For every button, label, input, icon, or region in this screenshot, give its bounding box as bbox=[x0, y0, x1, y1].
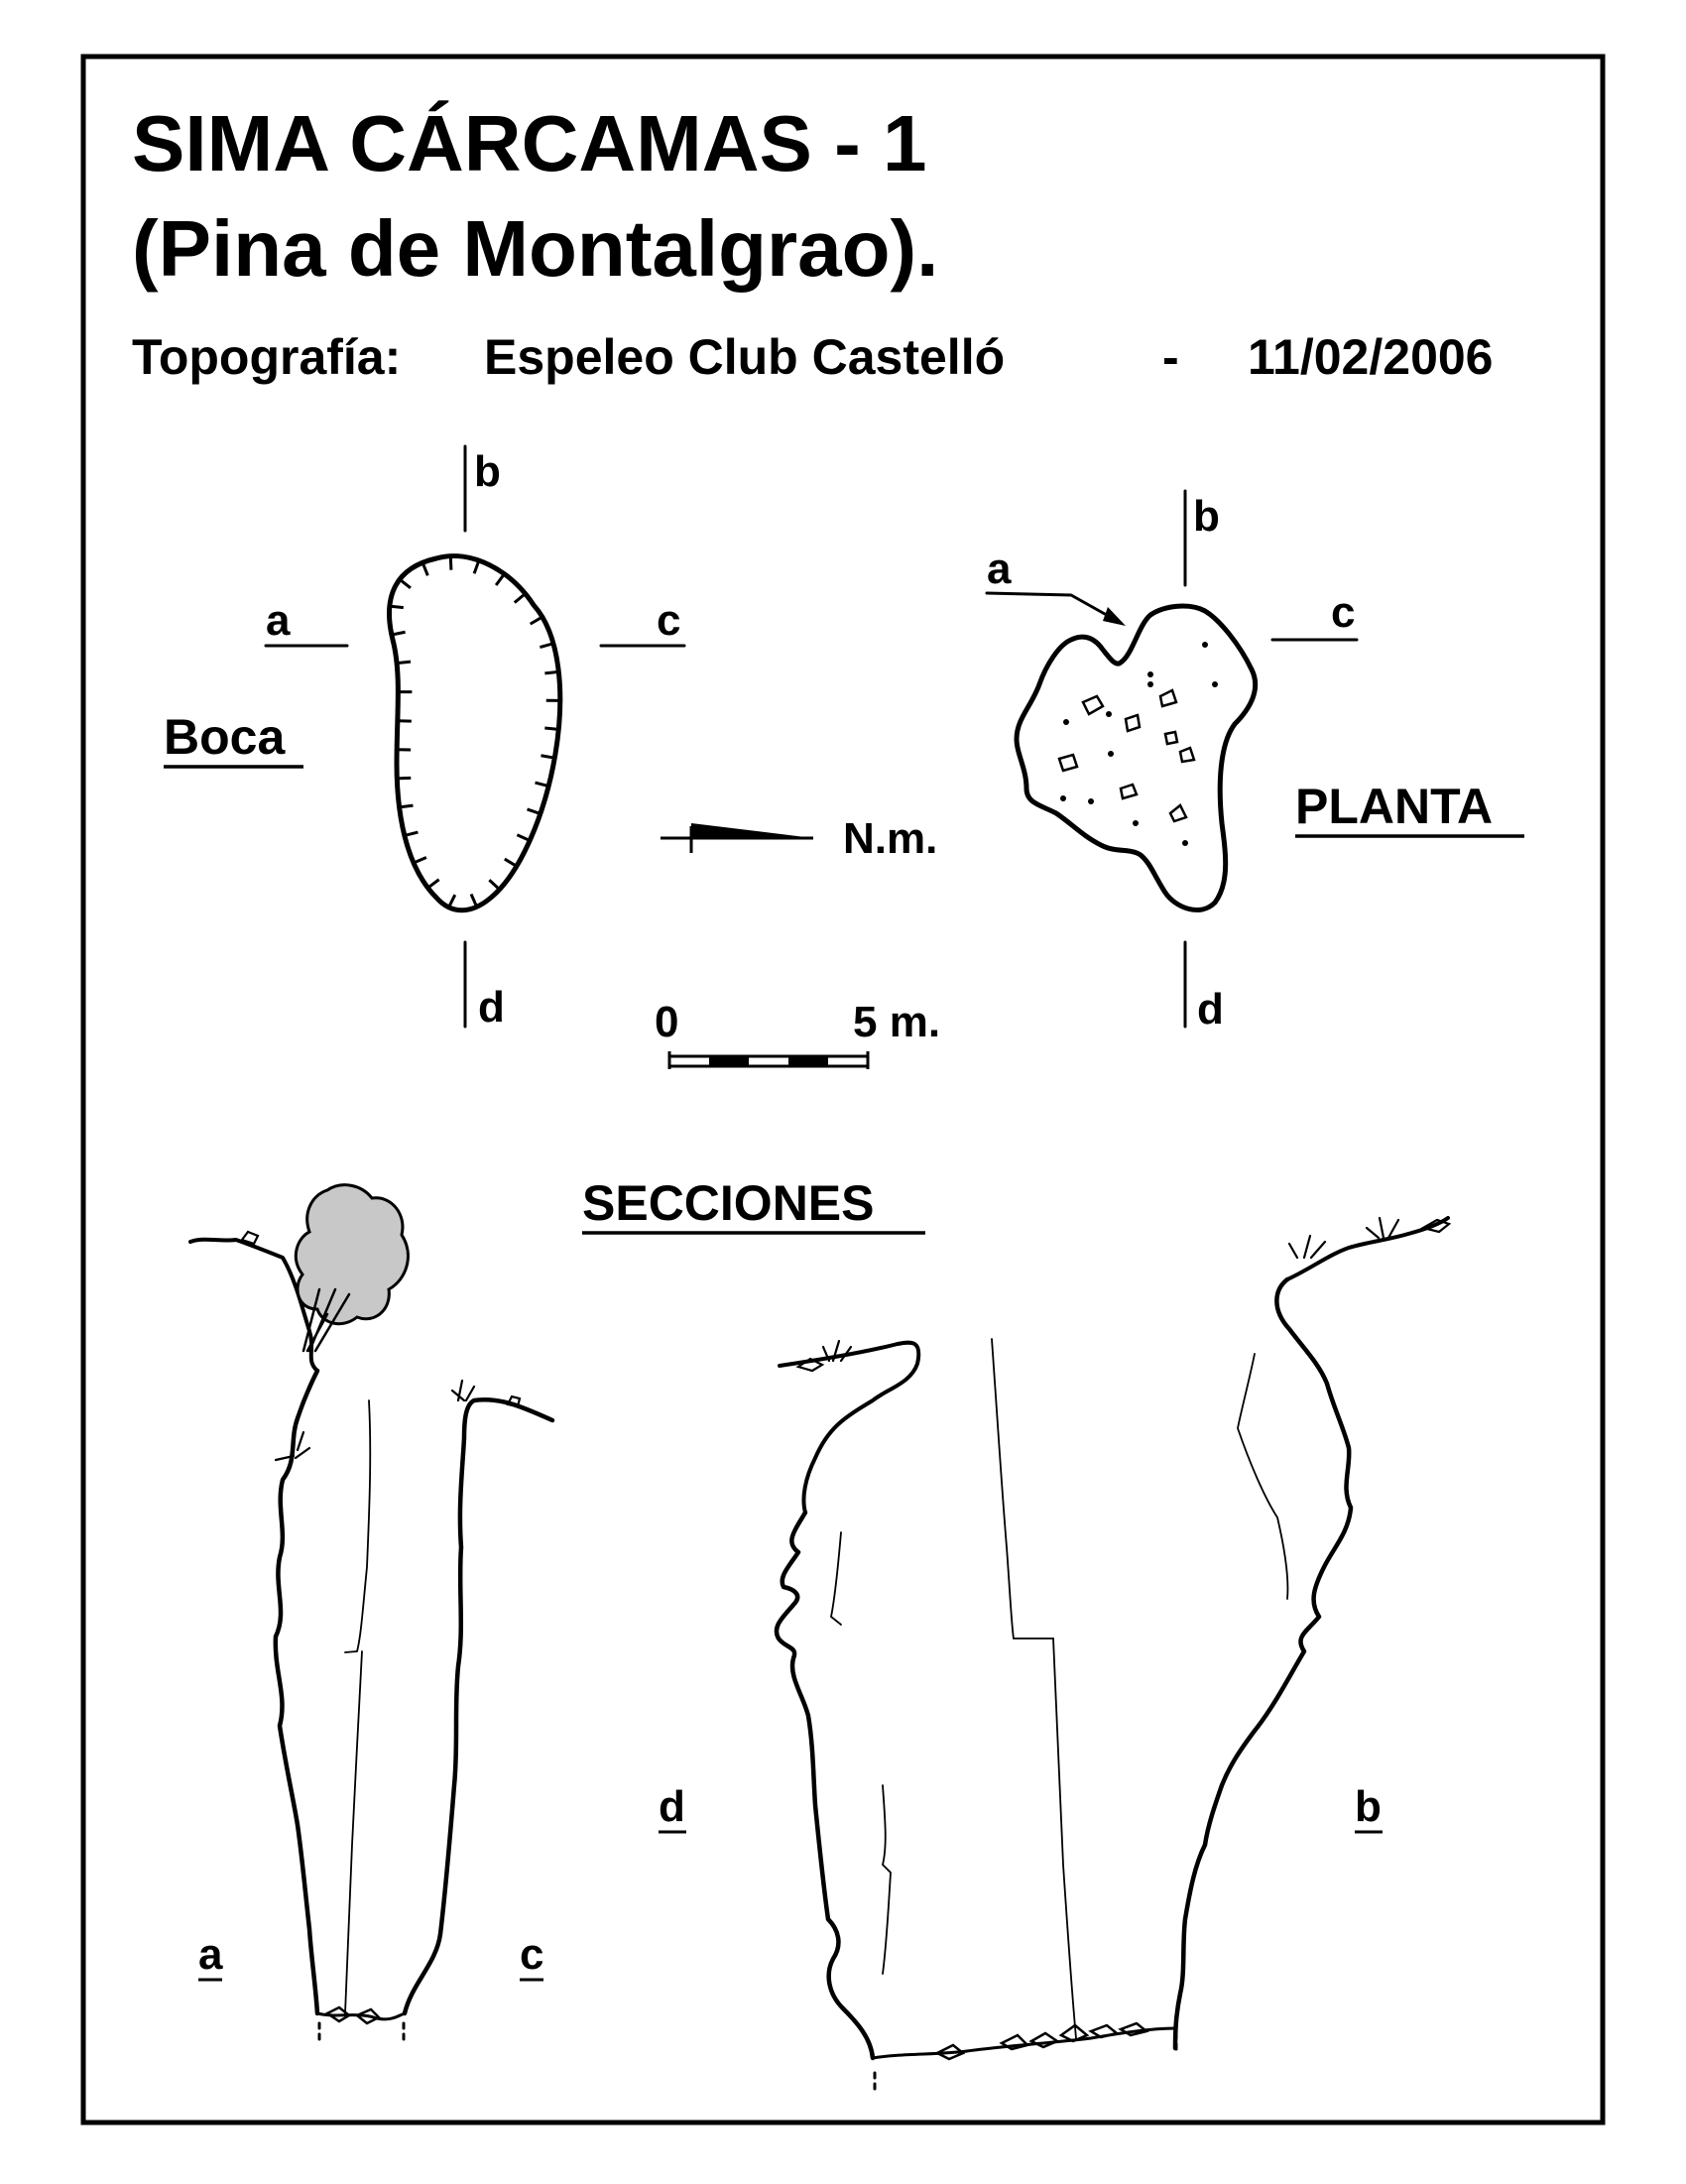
boca-hachure bbox=[413, 856, 427, 865]
boca-hachure bbox=[527, 807, 542, 815]
section-d-b-wall-right bbox=[1172, 1276, 1354, 2051]
boca-hachure bbox=[399, 803, 414, 809]
boca-hachure bbox=[472, 559, 481, 574]
credit-team: Espeleo Club Castelló bbox=[484, 329, 1005, 385]
sheet-frame bbox=[80, 54, 1606, 2125]
section-d-b-floor bbox=[871, 2026, 1177, 2060]
planta-mark-a: a bbox=[987, 545, 1012, 593]
boca-hachure bbox=[396, 660, 412, 666]
boca-hachure bbox=[544, 669, 559, 675]
section-c-label: c bbox=[520, 1930, 543, 1979]
boca-hachure bbox=[544, 726, 559, 731]
planta-mark-b: b bbox=[1193, 492, 1220, 541]
north-label: N.m. bbox=[843, 814, 937, 863]
boca-hachure bbox=[391, 630, 406, 637]
scale-bar-frame bbox=[667, 1054, 870, 1068]
north-arrow: N.m. bbox=[661, 814, 937, 863]
boca-hachure bbox=[513, 592, 527, 604]
section-d-label: d bbox=[659, 1782, 685, 1831]
section-d-b: d b bbox=[240, 1216, 1452, 2097]
planta-plan: b a c d PLANTA bbox=[985, 489, 1524, 1033]
section-a-c-wall-left bbox=[273, 1368, 320, 2016]
boca-mark-a: a bbox=[266, 596, 291, 645]
section-d-b-vegetation bbox=[240, 1216, 1452, 1462]
boca-hachure bbox=[421, 561, 429, 576]
title-line-1: SIMA CÁRCAMAS - 1 bbox=[132, 99, 926, 187]
planta-mark-c: c bbox=[1331, 588, 1355, 637]
boca-hachure bbox=[389, 604, 404, 610]
boca-hachure bbox=[529, 615, 543, 626]
boca-hachure bbox=[504, 857, 518, 868]
section-a-c-floor-blocks bbox=[324, 2005, 382, 2025]
planta-dots bbox=[1060, 642, 1218, 846]
section-d-b-surface-right bbox=[1285, 1216, 1450, 1281]
section-a-c: a c bbox=[188, 1183, 555, 2047]
scale-zero-label: 0 bbox=[655, 998, 678, 1046]
scale-bar-segment-2 bbox=[709, 1056, 749, 1066]
boca-hachure bbox=[540, 642, 554, 649]
planta-pointer-a bbox=[985, 591, 1123, 625]
boca-outline bbox=[387, 553, 563, 913]
boca-hachure bbox=[398, 578, 412, 590]
scale-end-label: 5 m. bbox=[853, 998, 940, 1046]
boca-hachure bbox=[535, 781, 549, 789]
planta-pointer-a-head bbox=[1103, 607, 1126, 626]
section-d-b-wall-left bbox=[774, 1510, 876, 2061]
boca-plan: b a c d Boca bbox=[164, 444, 686, 1031]
planta-blocks bbox=[1057, 688, 1196, 823]
planta-heading: PLANTA bbox=[1295, 779, 1493, 834]
section-d-b-surface-left bbox=[778, 1340, 921, 1515]
section-b-label: b bbox=[1355, 1782, 1382, 1831]
credit-separator: - bbox=[1162, 329, 1179, 385]
boca-mark-d: d bbox=[478, 983, 505, 1031]
title-line-2: (Pina de Montalgrao). bbox=[132, 204, 938, 293]
section-a-c-tree-canopy bbox=[294, 1183, 410, 1326]
section-a-c-tree-trunk bbox=[301, 1287, 351, 1353]
section-d-b-cracks bbox=[830, 1338, 1289, 2039]
planta-outline bbox=[1014, 603, 1259, 912]
section-a-c-crack bbox=[344, 1399, 372, 2014]
scale-bar-segment-4 bbox=[788, 1056, 828, 1066]
credit-date: 11/02/2006 bbox=[1248, 329, 1494, 385]
section-a-c-wall-right bbox=[402, 1397, 555, 2016]
boca-hachure bbox=[494, 572, 506, 586]
boca-mark-c: c bbox=[657, 596, 680, 645]
boca-hachure bbox=[426, 878, 440, 890]
boca-hachure bbox=[516, 833, 531, 842]
boca-hachure bbox=[541, 754, 555, 760]
section-a-label: a bbox=[198, 1930, 223, 1979]
boca-heading: Boca bbox=[164, 709, 286, 765]
boca-hachure bbox=[448, 555, 453, 570]
boca-hachure bbox=[404, 830, 419, 837]
boca-hachure bbox=[469, 893, 479, 908]
secciones-heading: SECCIONES bbox=[582, 1175, 875, 1231]
planta-mark-d: d bbox=[1197, 985, 1224, 1033]
credit-label: Topografía: bbox=[132, 329, 401, 385]
section-a-c-tree bbox=[294, 1183, 410, 1353]
boca-hachure bbox=[447, 894, 457, 909]
boca-hachure bbox=[488, 879, 501, 891]
boca-mark-b: b bbox=[474, 447, 501, 496]
scale-bar: 0 5 m. bbox=[655, 998, 940, 1069]
boca-ticks bbox=[389, 555, 560, 909]
section-d-b-floor-blocks bbox=[934, 2021, 1149, 2061]
north-arrow-head bbox=[691, 823, 813, 838]
